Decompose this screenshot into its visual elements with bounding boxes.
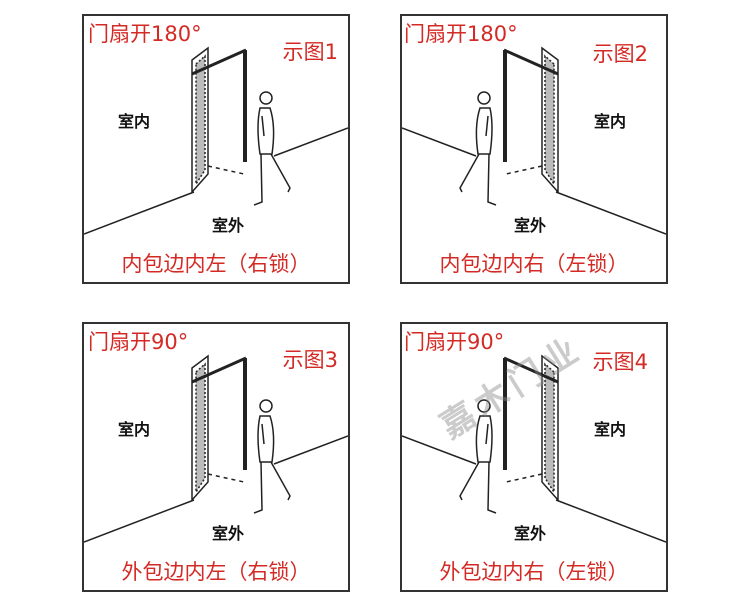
wall-floor-line-right	[273, 127, 348, 157]
indoor-label: 室内	[593, 420, 626, 439]
outdoor-label: 室外	[212, 216, 245, 235]
wall-floor-line-right	[402, 435, 477, 465]
door-glass	[195, 362, 206, 495]
outdoor-label: 室外	[212, 524, 245, 543]
person-figure	[459, 91, 497, 206]
person-figure	[253, 91, 291, 206]
diagram-panel-1: 门扇开180° 示图1 室内 室外 内包边内左（右锁）	[82, 14, 350, 284]
opening-angle-label: 门扇开180°	[404, 22, 518, 46]
door-illustration	[402, 354, 666, 543]
wall-floor-line-right	[402, 127, 477, 157]
caption: 内包边内左（右锁）	[121, 252, 311, 276]
indoor-label: 室内	[118, 112, 151, 131]
door-frame-top	[191, 356, 247, 384]
person-figure	[459, 399, 497, 514]
opening-angle-label: 门扇开90°	[88, 330, 189, 354]
door-glass	[544, 54, 555, 187]
threshold-line	[207, 473, 245, 483]
door-illustration	[84, 354, 348, 543]
door-frame-top	[191, 48, 247, 76]
door-illustration	[84, 46, 348, 235]
door-glass	[195, 54, 206, 187]
diagram-panel-2: 门扇开180° 示图2 室内 室外 内包边内右（左锁）	[400, 14, 668, 284]
caption: 外包边内左（右锁）	[121, 560, 311, 584]
outdoor-label: 室外	[514, 216, 547, 235]
door-frame-top	[503, 48, 559, 76]
wall-floor-line-left	[555, 191, 666, 235]
opening-angle-label: 门扇开90°	[404, 330, 505, 354]
figure-label: 示图2	[592, 42, 648, 66]
diagram-panel-3: 门扇开90° 示图3 室内 室外 外包边内左（右锁）	[82, 322, 350, 592]
door-illustration	[402, 46, 666, 235]
indoor-label: 室内	[118, 420, 151, 439]
person-figure	[253, 399, 291, 514]
threshold-line	[505, 473, 543, 483]
threshold-line	[505, 165, 543, 175]
diagram-panel-4: 门扇开90° 示图4 室内 室外 外包边内右（左锁）	[400, 322, 668, 592]
figure-label: 示图4	[592, 350, 648, 374]
indoor-label: 室内	[593, 112, 626, 131]
door-glass	[544, 362, 555, 495]
threshold-line	[207, 165, 245, 175]
figure-label: 示图3	[282, 348, 338, 372]
caption: 外包边内右（左锁）	[439, 560, 629, 584]
opening-angle-label: 门扇开180°	[88, 22, 202, 46]
figure-label: 示图1	[282, 40, 338, 64]
wall-floor-line-right	[273, 435, 348, 465]
wall-floor-line-left	[555, 499, 666, 543]
wall-floor-line-left	[84, 191, 195, 235]
wall-floor-line-left	[84, 499, 195, 543]
caption: 内包边内右（左锁）	[439, 252, 629, 276]
door-frame-top	[503, 356, 559, 384]
outdoor-label: 室外	[514, 524, 547, 543]
